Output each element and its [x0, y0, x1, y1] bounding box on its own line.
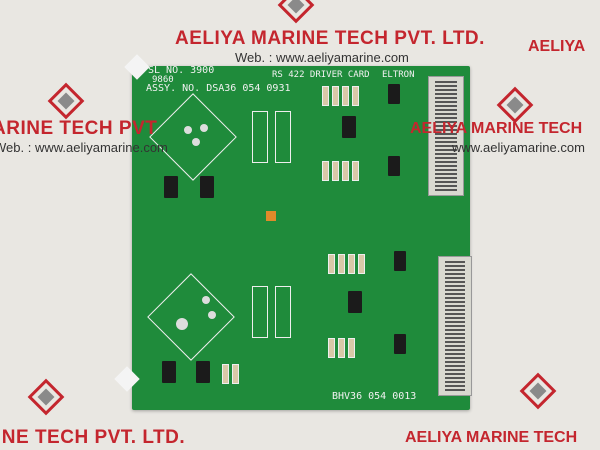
edge-connector-bottom: [438, 256, 472, 396]
watermark-fragment: AELIYA MARINE TECH: [410, 120, 583, 137]
logo-icon: [27, 378, 65, 416]
logo-icon: [496, 86, 534, 124]
watermark-website: www.aeliyamarine.com: [452, 140, 585, 155]
assy-label: ASSY. NO. DSA36 054 0931: [146, 83, 291, 94]
watermark-website: Web. : www.aeliyamarine.com: [0, 140, 168, 155]
board-title: RS 422 DRIVER CARD: [272, 70, 370, 80]
watermark-company: AELIYA MARINE TECH PVT. LTD.: [175, 28, 485, 49]
watermark-fragment: AELIYA MARINE TECH: [405, 429, 578, 446]
logo-icon: [47, 82, 85, 120]
part-number: BHV36 054 0013: [332, 391, 417, 402]
edge-connector-top: [428, 76, 464, 196]
watermark-fragment: AELIYA: [528, 38, 586, 55]
logo-icon: [277, 0, 315, 24]
maker-label: ELTRON: [382, 70, 415, 80]
watermark-website: Web. : www.aeliyamarine.com: [235, 50, 409, 65]
code-label: 9860: [152, 75, 174, 85]
watermark-fragment: ARINE TECH PVT: [0, 118, 158, 139]
watermark-fragment: INE TECH PVT. LTD.: [0, 427, 186, 448]
logo-icon: [519, 372, 557, 410]
serial-label: SL NO. 3900: [148, 65, 215, 76]
pcb-board: SL NO. 3900 9860 ASSY. NO. DSA36 054 093…: [132, 65, 470, 410]
